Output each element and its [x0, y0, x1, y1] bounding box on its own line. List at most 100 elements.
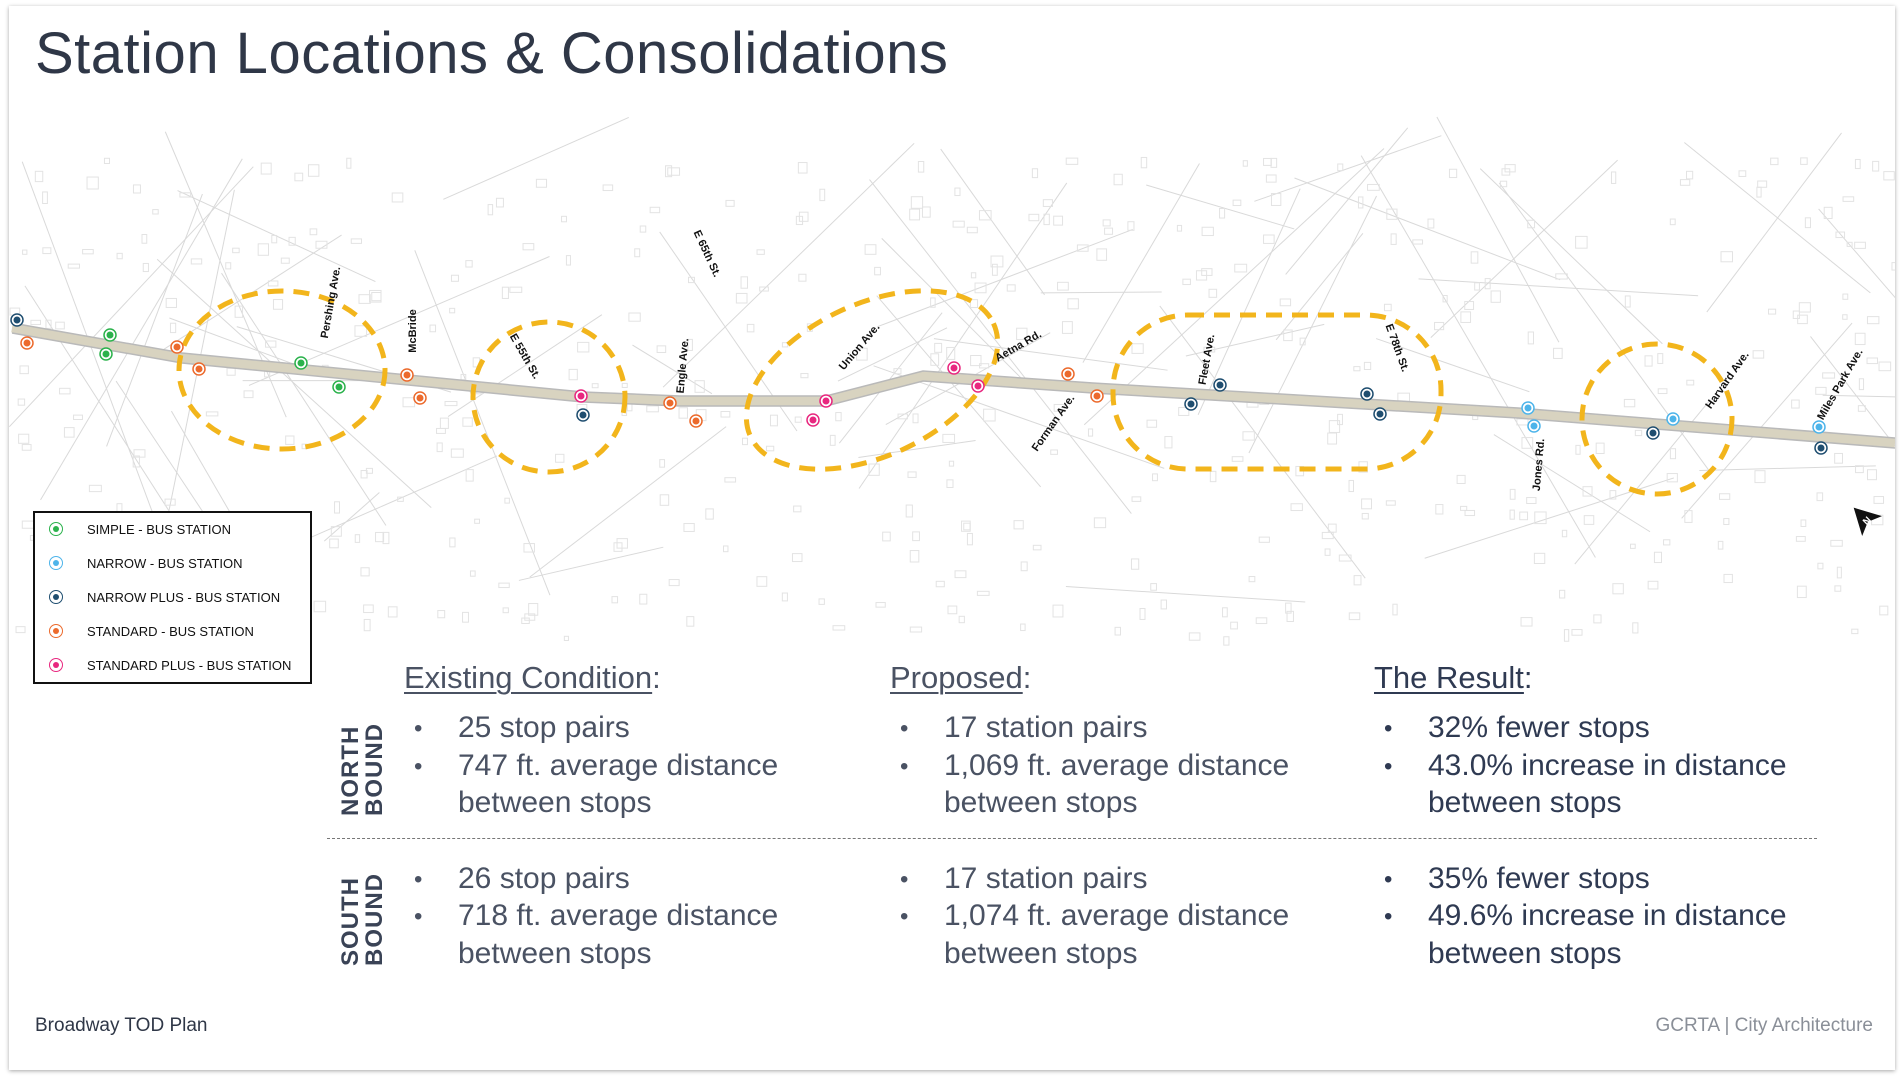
station-marker[interactable] [819, 394, 833, 408]
legend-label: NARROW PLUS - BUS STATION [87, 589, 281, 605]
proposed-south-line: 1,074 ft. average distance [944, 899, 1290, 932]
bullet-icon: • [414, 866, 423, 893]
heading-text: The Result [1374, 660, 1524, 695]
result-south-line: 35% fewer stops [1428, 862, 1650, 895]
page-title: Station Locations & Consolidations [35, 21, 949, 86]
north-arrow-icon: N [1853, 507, 1882, 536]
station-marker[interactable] [1061, 367, 1075, 381]
proposed-heading: Proposed: [890, 660, 1031, 696]
consolidation-zone [470, 319, 628, 475]
station-marker[interactable] [1666, 412, 1680, 426]
station-marker[interactable] [1812, 420, 1826, 434]
consolidation-zone [743, 288, 1001, 472]
station-marker[interactable] [20, 336, 34, 350]
street-label: Engle Ave. [675, 338, 692, 394]
street-label: Pershing Ave. [319, 266, 343, 340]
station-marker[interactable] [574, 389, 588, 403]
bullet-icon: • [414, 715, 423, 742]
result-north-line: 32% fewer stops [1428, 711, 1650, 744]
heading-colon: : [1523, 660, 1533, 695]
legend-label: STANDARD PLUS - BUS STATION [87, 657, 292, 673]
station-marker[interactable] [332, 380, 346, 394]
station-marker-icon [49, 522, 63, 536]
station-marker[interactable] [1814, 441, 1828, 455]
existing-north-line: 25 stop pairs [458, 711, 630, 744]
bullet-icon: • [414, 903, 423, 930]
proposed-north-line: 1,069 ft. average distance [944, 749, 1290, 782]
station-marker[interactable] [663, 396, 677, 410]
result-south-line: between stops [1428, 937, 1622, 970]
proposed-north-line: 17 station pairs [944, 711, 1148, 744]
consolidation-zones [176, 288, 1735, 497]
heading-colon: : [652, 660, 661, 695]
station-marker[interactable] [413, 391, 427, 405]
station-marker[interactable] [971, 379, 985, 393]
existing-south-line: 718 ft. average distance [458, 899, 779, 932]
heading-text: Existing Condition [404, 660, 653, 695]
result-north-line: between stops [1428, 786, 1622, 819]
bullet-icon: • [900, 866, 909, 893]
heading-text: Proposed [890, 660, 1023, 695]
result-south-line: 49.6% increase in distance [1428, 899, 1787, 932]
legend-label: STANDARD - BUS STATION [87, 623, 254, 639]
proposed-south-line: between stops [944, 937, 1138, 970]
result-heading: The Result: [1374, 660, 1533, 696]
bullet-icon: • [900, 753, 909, 780]
bullet-icon: • [1384, 715, 1393, 742]
bullet-icon: • [1384, 753, 1393, 780]
station-marker-icon [49, 590, 63, 604]
station-marker-icon [49, 556, 63, 570]
footer-plan-name: Broadway TOD Plan [35, 1015, 208, 1036]
street-label: Union Ave. [837, 322, 883, 373]
station-marker[interactable] [103, 328, 117, 342]
bullet-icon: • [414, 753, 423, 780]
street-label: Jones Rd. [1531, 438, 1548, 491]
station-marker[interactable] [1360, 387, 1374, 401]
footer-credits: GCRTA | City Architecture [1655, 1015, 1873, 1036]
legend-label: SIMPLE - BUS STATION [87, 521, 231, 537]
station-marker[interactable] [1090, 389, 1104, 403]
result-north-line: 43.0% increase in distance [1428, 749, 1787, 782]
station-marker[interactable] [947, 361, 961, 375]
station-marker[interactable] [1373, 407, 1387, 421]
station-marker[interactable] [294, 356, 308, 370]
bullet-icon: • [1384, 903, 1393, 930]
proposed-north-line: between stops [944, 786, 1138, 819]
station-marker[interactable] [192, 362, 206, 376]
consolidation-zone [1579, 341, 1735, 497]
legend-label: NARROW - BUS STATION [87, 555, 243, 571]
street-label: McBride [407, 309, 419, 352]
station-marker[interactable] [1213, 378, 1227, 392]
bullet-icon: • [1384, 866, 1393, 893]
existing-south-line: 26 stop pairs [458, 862, 630, 895]
existing-south-line: between stops [458, 937, 652, 970]
station-marker-icon [49, 658, 63, 672]
slide: Station Locations & Consolidations Persh… [9, 6, 1895, 1070]
bullet-icon: • [900, 715, 909, 742]
station-marker[interactable] [400, 368, 414, 382]
heading-colon: : [1022, 660, 1032, 695]
station-marker[interactable] [99, 347, 113, 361]
street-label: E 78th St. [1383, 322, 1411, 373]
proposed-south-line: 17 station pairs [944, 862, 1148, 895]
station-marker[interactable] [10, 313, 24, 327]
station-marker[interactable] [1184, 397, 1198, 411]
existing-north-line: between stops [458, 786, 652, 819]
station-marker[interactable] [1527, 419, 1541, 433]
section-divider [327, 838, 1817, 839]
existing-heading: Existing Condition: [404, 660, 661, 696]
station-marker-icon [49, 624, 63, 638]
station-marker[interactable] [806, 413, 820, 427]
existing-north-line: 747 ft. average distance [458, 749, 779, 782]
station-marker[interactable] [170, 340, 184, 354]
consolidation-zone [176, 288, 388, 452]
station-marker[interactable] [1521, 401, 1535, 415]
station-marker[interactable] [1646, 426, 1660, 440]
map-legend: SIMPLE - BUS STATION NARROW - BUS STATION… [33, 511, 312, 684]
consolidation-zone [1110, 312, 1444, 472]
station-marker[interactable] [576, 408, 590, 422]
station-marker[interactable] [689, 414, 703, 428]
bullet-icon: • [900, 903, 909, 930]
